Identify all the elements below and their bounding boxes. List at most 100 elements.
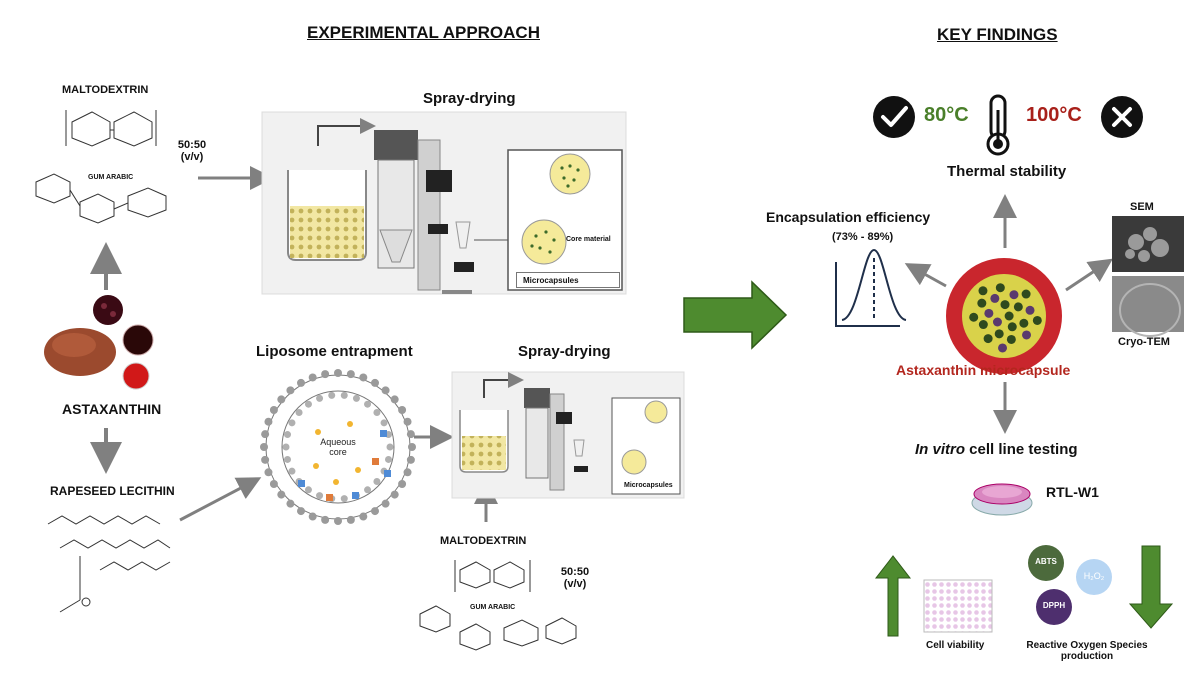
lipid-head — [340, 495, 348, 503]
astaxanthin-image — [44, 295, 154, 390]
lipid-head — [352, 394, 360, 402]
microcapsules-label-bottom: Microcapsules — [624, 482, 673, 489]
gum-arabic-structure-bottom — [419, 605, 577, 651]
lipid-head — [364, 486, 372, 494]
cell-viability-label: Cell viability — [926, 640, 985, 651]
arrow-lecithin-to-liposome — [179, 477, 262, 522]
spray-drying-bottom-label: Spray-drying — [518, 343, 611, 360]
lipid-head — [340, 391, 348, 399]
astaxanthin-microcapsule-image — [946, 258, 1062, 374]
gum-arabic-label-top: GUM ARABIC — [88, 174, 134, 181]
capsule-dot — [1022, 330, 1032, 340]
ros-line2: production — [1060, 651, 1114, 662]
lipid-head — [380, 419, 388, 427]
lipid-head — [286, 499, 295, 508]
lipid-head — [408, 443, 416, 451]
capsule-dot — [969, 312, 979, 322]
experimental-heading: EXPERIMENTAL APPROACH — [307, 23, 540, 42]
core-material-label: Core material — [566, 236, 611, 243]
lipid-head — [359, 512, 368, 521]
lipid-head — [308, 512, 317, 521]
lipid-head — [371, 507, 379, 516]
lipid-head — [316, 492, 324, 500]
lipid-head — [334, 517, 342, 525]
microcapsule-label: Astaxanthin microcapsule — [896, 362, 1071, 378]
lipid-head — [284, 431, 292, 439]
lipid-head — [381, 499, 390, 508]
down-arrow-ros — [1128, 545, 1174, 629]
capsule-dot — [1032, 315, 1042, 325]
capsule-dot — [1006, 334, 1016, 344]
lipid-head — [373, 477, 381, 485]
lipid-head — [334, 369, 342, 377]
maltodextrin-label-bottom: MALTODEXTRIN — [440, 535, 527, 547]
temp-bad-label: 100°C — [1026, 104, 1082, 126]
lipid-head — [308, 373, 317, 382]
microcapsules-label-top: Microcapsules — [516, 272, 620, 288]
lipid-head — [386, 443, 394, 451]
aqueous-core-label: Aqueous core — [320, 437, 356, 457]
lipid-head — [398, 480, 407, 488]
astaxanthin-label: ASTAXANTHIN — [62, 401, 162, 417]
lipid-head — [261, 455, 270, 464]
bell-curve-icon — [835, 248, 907, 327]
lipid-head — [269, 480, 278, 488]
capsule-dot — [992, 317, 1002, 327]
gum-arabic-structure-top — [35, 173, 167, 224]
arrow-to-microscopy — [1065, 258, 1113, 292]
dpph-bubble — [1036, 589, 1072, 625]
lipid-head — [406, 455, 415, 464]
lipid-head — [277, 490, 286, 499]
encapsulation-label: Encapsulation efficiency — [766, 209, 931, 225]
spray-drying-top-label: Spray-drying — [423, 90, 516, 107]
maltodextrin-label-top: MALTODEXTRIN — [62, 84, 149, 96]
lipid-head — [288, 419, 296, 427]
capsule-dot — [1004, 311, 1014, 321]
ros-line1: Reactive Oxygen Species — [1026, 640, 1148, 651]
lipid-head — [321, 370, 330, 379]
capsule-dot — [978, 320, 988, 330]
lipid-head — [364, 400, 372, 408]
cryo-tem-label: Cryo-TEM — [1118, 336, 1170, 348]
gum-arabic-label-bottom: GUM ARABIC — [470, 604, 516, 611]
lipid-head — [260, 443, 268, 451]
ratio-top-line2: (v/v) — [180, 151, 204, 163]
in-vitro-label: In vitro cell line testing — [915, 441, 1078, 458]
lipid-head — [381, 386, 390, 395]
lipid-head — [288, 467, 296, 475]
capsule-dot — [1009, 290, 1019, 300]
up-arrow-cell-viability — [874, 555, 912, 637]
ratio-top-line1: 50:50 — [177, 139, 207, 151]
ratio-top: 50:50 (v/v) — [177, 139, 207, 163]
sem-label: SEM — [1130, 201, 1154, 213]
thermal-stability-label: Thermal stability — [947, 163, 1067, 180]
abts-bubble — [1028, 545, 1064, 581]
lipid-head — [297, 507, 305, 516]
lipid-head — [359, 373, 368, 382]
abts-label: ABTS — [1035, 557, 1057, 566]
capsule-dot — [1021, 289, 1031, 299]
lipid-head — [373, 409, 381, 417]
capsule-dot — [983, 334, 993, 344]
dpph-label: DPPH — [1042, 601, 1066, 610]
arrow-to-encapsulation — [904, 263, 947, 288]
lipid-head — [297, 378, 305, 387]
h2o2-bubble — [1076, 559, 1112, 595]
capsule-dot — [998, 343, 1008, 353]
capsule-dot — [1000, 300, 1010, 310]
lipid-head — [321, 515, 330, 524]
temp-ok-label: 80°C — [924, 104, 969, 126]
lipid-head — [284, 455, 292, 463]
in-vitro-italic: In vitro — [915, 441, 966, 458]
thermometer-icon — [986, 94, 1010, 156]
ratio-bottom-line2: (v/v) — [563, 578, 587, 590]
lipid-head — [384, 455, 392, 463]
capsule-dot — [1019, 318, 1029, 328]
lipid-head — [316, 394, 324, 402]
lipid-head — [398, 406, 407, 414]
capsule-dot — [990, 293, 1000, 303]
lipid-head — [269, 406, 278, 414]
check-icon — [873, 96, 915, 138]
lipid-head — [304, 486, 312, 494]
cell-line-label: RTL-W1 — [1046, 484, 1099, 500]
